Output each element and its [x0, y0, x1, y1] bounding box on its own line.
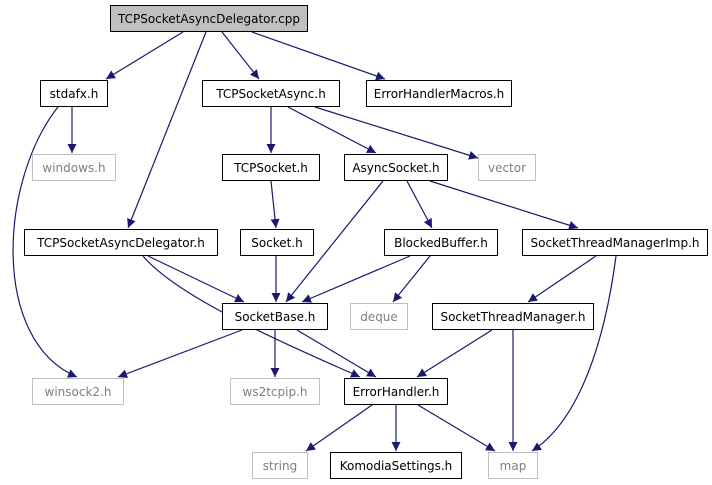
edge-socketbase-to-winsock2: [117, 329, 243, 379]
node-asyncsocket-h[interactable]: AsyncSocket.h: [344, 154, 448, 181]
node-socket-h[interactable]: Socket.h: [240, 229, 314, 256]
node-deque[interactable]: deque: [350, 303, 408, 330]
node-string[interactable]: string: [252, 452, 308, 479]
edge-errorhandler-to-map: [417, 404, 496, 452]
edge-asyncsocket-to-blockedbuffer: [406, 180, 433, 229]
node-windows-h[interactable]: windows.h: [32, 154, 116, 181]
edge-socketthreadmanagerimp-to-map: [531, 255, 617, 452]
edge-tcpsocket-to-socket: [270, 180, 280, 229]
node-errorhandlermacros-h[interactable]: ErrorHandlerMacros.h: [366, 80, 512, 107]
node-stdafx-h[interactable]: stdafx.h: [40, 80, 108, 107]
edge-asyncsocket-to-socketthreadmanagerimp: [429, 180, 579, 230]
edge-socketthreadmanagerimp-to-socketthreadmanager: [527, 255, 597, 303]
node-socketbase-h[interactable]: SocketBase.h: [222, 303, 328, 330]
node-tcpsocket-h[interactable]: TCPSocket.h: [222, 154, 320, 181]
node-ws2tcpip-h[interactable]: ws2tcpip.h: [230, 378, 320, 405]
edge-tcpsocketasync-to-vector: [314, 106, 479, 160]
node-socketthreadmanagerimp-h[interactable]: SocketThreadManagerImp.h: [522, 229, 708, 256]
node-winsock2-h[interactable]: winsock2.h: [32, 378, 124, 405]
edge-socketthreadmanager-to-errorhandler: [416, 329, 493, 378]
node-vector[interactable]: vector: [478, 154, 536, 181]
node-komodiasettings-h[interactable]: KomodiaSettings.h: [330, 452, 462, 479]
edge-root-to-errorhandlermacros: [251, 31, 386, 81]
edge-errorhandler-to-string: [305, 404, 373, 452]
edge-socketbase-to-errorhandler: [296, 329, 377, 378]
node-map[interactable]: map: [488, 452, 538, 479]
node-errorhandler-h[interactable]: ErrorHandler.h: [344, 378, 448, 405]
edge-root-to-stdafx: [105, 31, 184, 80]
edge-blockedbuffer-to-deque: [392, 255, 431, 303]
edge-stdafx-to-winsock2: [12, 106, 78, 378]
node-blockedbuffer-h[interactable]: BlockedBuffer.h: [384, 229, 498, 256]
edge-root-to-tcpsocketasync: [221, 31, 260, 80]
node-tcpsocketasyncdelegator-h[interactable]: TCPSocketAsyncDelegator.h: [24, 229, 218, 256]
edge-blockedbuffer-to-socketbase: [301, 255, 411, 303]
node-socketthreadmanager-h[interactable]: SocketThreadManager.h: [432, 303, 594, 330]
edge-tcpsocketasyncdelegator-to-socketbase: [147, 255, 245, 303]
edge-asyncsocket-to-socketbase: [285, 180, 384, 303]
node-tcpsocketasync-h[interactable]: TCPSocketAsync.h: [202, 80, 340, 107]
node-tcpsocketasyncdelegator-cpp[interactable]: TCPSocketAsyncDelegator.cpp: [110, 5, 308, 32]
edge-tcpsocketasync-to-asyncsocket: [287, 106, 377, 154]
edge-root-to-tcpsocketasyncdelegator: [127, 31, 207, 229]
